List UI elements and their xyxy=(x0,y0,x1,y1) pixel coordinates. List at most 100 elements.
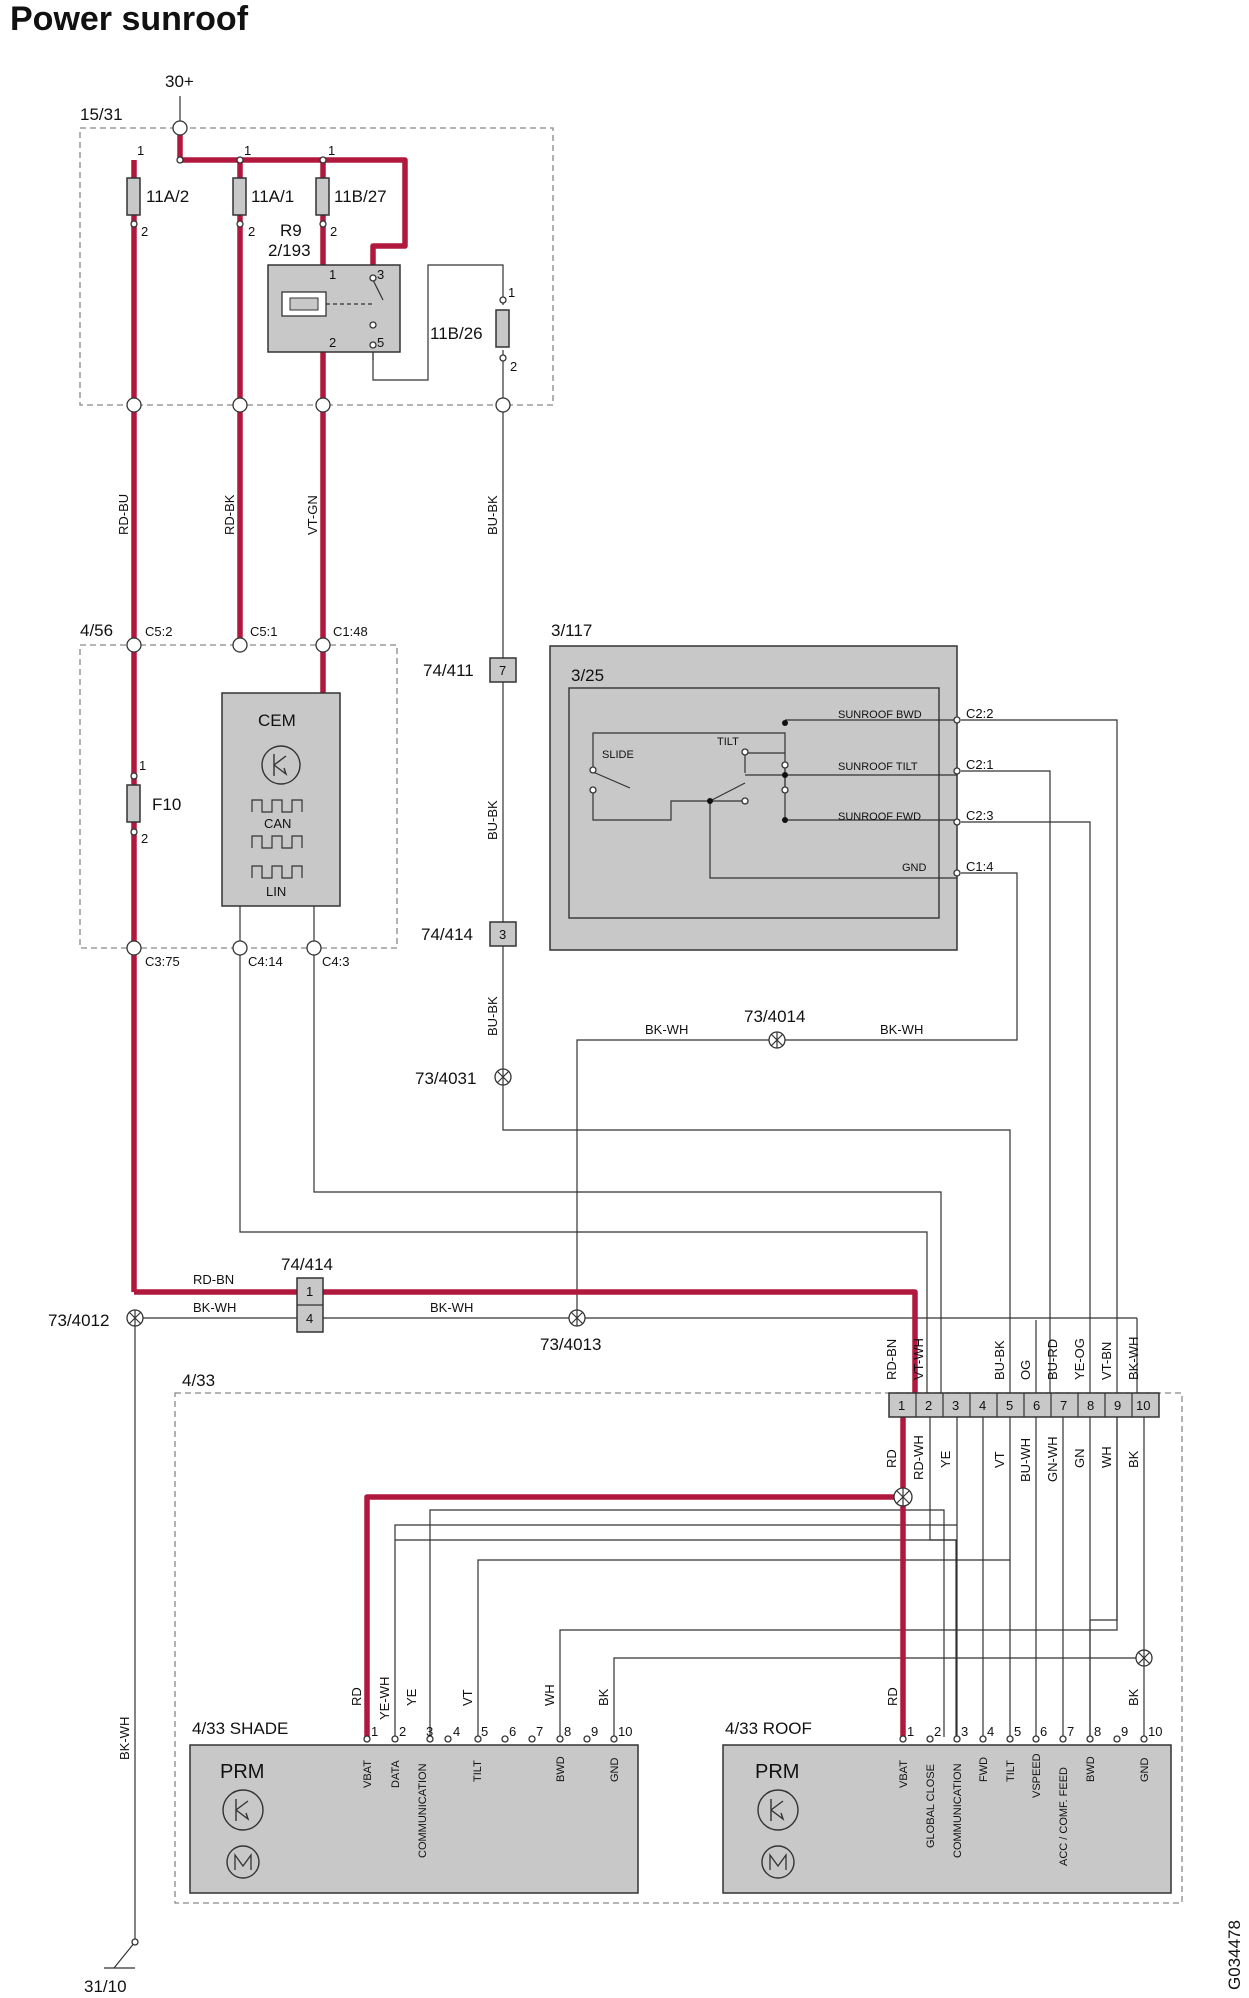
wire-label-rd-bn: RD-BN xyxy=(193,1272,234,1287)
inside-wire: YE xyxy=(938,1450,953,1468)
roof-box-id: 4/33 xyxy=(182,1371,215,1390)
shade-pins: 1 2 3 4 5 6 7 8 9 10 xyxy=(363,1724,632,1743)
fuse-11a2-icon xyxy=(126,177,141,216)
shade-pin: 4 xyxy=(453,1724,460,1739)
roof-signal: GLOBAL CLOSE xyxy=(925,1764,937,1848)
shade-signal: VBAT xyxy=(362,1760,374,1788)
fuse-11b26-label: 11B/26 xyxy=(430,324,483,343)
shade-wire: VT xyxy=(460,1689,475,1706)
fuse-11a1-label: 11A/1 xyxy=(251,187,294,206)
switch-outer-id: 3/117 xyxy=(551,621,592,640)
shade-wire: YE xyxy=(404,1688,419,1706)
relay-id: R9 xyxy=(280,221,302,240)
fuse-pin: 1 xyxy=(244,143,251,158)
relay-pin: 1 xyxy=(329,267,336,282)
shade-pin: 9 xyxy=(591,1724,598,1739)
connector-74-414-a xyxy=(489,921,517,947)
fuse-pin: 1 xyxy=(508,285,515,300)
roof-signal-labels: VBAT GLOBAL CLOSE COMMUNICATION FWD TILT… xyxy=(898,1753,1151,1866)
inside-wire: RD-WH xyxy=(911,1435,926,1480)
switch-tiltout-label: SUNROOF TILT xyxy=(838,761,918,773)
ground-label: 31/10 xyxy=(84,1977,127,1996)
connector-74-411-pin: 7 xyxy=(499,663,506,678)
harness-pin: 6 xyxy=(1033,1398,1040,1413)
wire-label-rd-bk: RD-BK xyxy=(222,494,237,535)
splice-icons xyxy=(126,1031,1153,1667)
harness-pin: 2 xyxy=(925,1398,932,1413)
roof-pin: 9 xyxy=(1121,1724,1128,1739)
shade-pin: 1 xyxy=(371,1724,378,1739)
switch-bwd-label: SUNROOF BWD xyxy=(838,709,922,721)
harness-wire: YE-OG xyxy=(1072,1338,1087,1380)
fuse-pin: 1 xyxy=(328,143,335,158)
connector-74-411 xyxy=(489,657,517,683)
wire-label-bu-bk-mid: BU-BK xyxy=(485,800,500,840)
roof-signal: ACC / COMF. FEED xyxy=(1058,1767,1070,1866)
shade-wire: RD xyxy=(349,1687,364,1706)
harness-wire: BU-RD xyxy=(1045,1339,1060,1380)
page-title: Power sunroof xyxy=(10,0,249,38)
roof-signal: BWD xyxy=(1085,1756,1097,1782)
fuse-11a2-label: 11A/2 xyxy=(146,187,189,206)
fuse-pin: 2 xyxy=(330,224,337,239)
switch-outer xyxy=(549,645,958,951)
relay-sub: 2/193 xyxy=(268,241,311,260)
switch-internal xyxy=(592,719,957,879)
shade-motor-icon xyxy=(226,1845,260,1879)
connector-74-414-b-pin: 1 xyxy=(306,1284,313,1299)
supply-label: 30+ xyxy=(165,72,194,91)
shade-module-label: PRM xyxy=(220,1761,264,1783)
fuse-pin: 1 xyxy=(137,143,144,158)
fuse-f10-label: F10 xyxy=(152,795,181,814)
cem-box-id: 4/56 xyxy=(80,621,113,640)
shade-signal: DATA xyxy=(390,1760,402,1788)
harness-pin: 5 xyxy=(1006,1398,1013,1413)
fuse-pin: 2 xyxy=(141,831,148,846)
roof-wire: BK xyxy=(1126,1688,1141,1706)
wire-label-bk-wh-a: BK-WH xyxy=(645,1022,688,1037)
wire-label-bk-wh-d: BK-WH xyxy=(430,1300,473,1315)
roof-module-label: PRM xyxy=(755,1761,799,1783)
cem-pin-bottom: C3:75 xyxy=(145,954,180,969)
roof-pin: 5 xyxy=(1014,1724,1021,1739)
shade-pin: 10 xyxy=(618,1724,632,1739)
wire-label-bk-wh-ground: BK-WH xyxy=(117,1717,132,1760)
fuse-11b27-icon xyxy=(315,177,330,216)
fuse-pin: 2 xyxy=(141,224,148,239)
fuse-pin: 2 xyxy=(510,359,517,374)
can-signal-icon xyxy=(251,799,303,813)
relay-pin: 5 xyxy=(377,335,384,350)
shade-id: 4/33 SHADE xyxy=(192,1719,288,1738)
connector-74-414-b-pin: 4 xyxy=(306,1311,313,1326)
relay-pin: 2 xyxy=(329,335,336,350)
shade-signal: GND xyxy=(609,1758,621,1783)
wire-label-bu-bk: BU-BK xyxy=(485,495,500,535)
roof-signal: VSPEED xyxy=(1031,1753,1043,1798)
shade-pin: 8 xyxy=(564,1724,571,1739)
wire-label-bu-bk-low: BU-BK xyxy=(485,996,500,1036)
roof-signal: TILT xyxy=(1005,1760,1017,1782)
fuse-11a1-icon xyxy=(232,177,247,216)
switch-inner xyxy=(568,687,940,919)
switch-pin: C2:3 xyxy=(966,808,993,823)
switch-inner-id: 3/25 xyxy=(571,666,604,685)
cem-pin-top: C5:2 xyxy=(145,624,172,639)
roof-wire: RD xyxy=(885,1687,900,1706)
fusebox-id: 15/31 xyxy=(80,105,123,124)
connector-74-411-label: 74/411 xyxy=(423,661,474,680)
splice-73-4013: 73/4013 xyxy=(540,1335,601,1354)
fusebox-frame xyxy=(79,127,554,406)
switch-tilt-label: TILT xyxy=(717,736,739,748)
relay-pin: 3 xyxy=(377,267,384,282)
fuse-pin: 1 xyxy=(139,758,146,773)
shade-wire: WH xyxy=(542,1684,557,1706)
roof-pins: 1 2 3 4 5 6 7 8 9 10 xyxy=(899,1724,1162,1743)
shade-module xyxy=(189,1744,639,1894)
roof-signal: VBAT xyxy=(898,1760,910,1788)
cem-pin-top: C1:48 xyxy=(333,624,368,639)
roof-pin: 2 xyxy=(934,1724,941,1739)
wire-label-bk-wh-b: BK-WH xyxy=(880,1022,923,1037)
splice-73-4012: 73/4012 xyxy=(48,1311,109,1330)
lin-signal-icon xyxy=(251,865,303,879)
